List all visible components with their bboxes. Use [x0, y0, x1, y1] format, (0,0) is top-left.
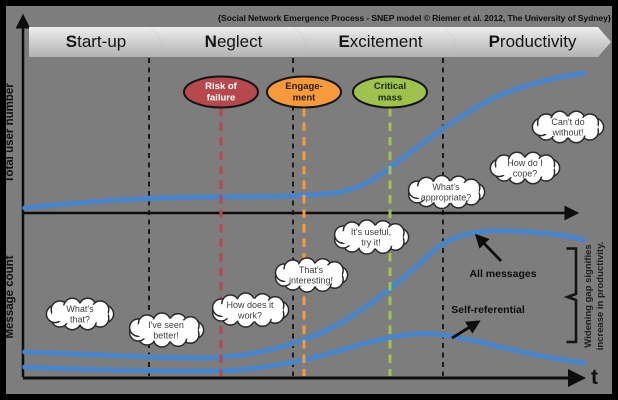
- cloud-body: [339, 225, 403, 249]
- curve-label-arrow: [474, 233, 503, 262]
- phase-label-initial: E: [338, 32, 350, 51]
- cloud-text-line: try it!: [361, 237, 381, 247]
- cloud-text-line: cope?: [513, 168, 538, 178]
- phase-label-initial: N: [204, 32, 217, 51]
- cloud-text-line: appropriate?: [421, 192, 472, 202]
- cloud-body: [217, 298, 283, 322]
- cloud-body: [413, 181, 479, 203]
- cloud-text-line: What's: [66, 304, 94, 314]
- gap-brace: [563, 247, 578, 344]
- cloud-text-line: I've seen: [148, 320, 184, 330]
- curve-label: Self-referential: [451, 304, 525, 316]
- milestone-label: Risk of: [205, 81, 238, 92]
- milestone-label: mass: [378, 93, 402, 104]
- milestone-oval: [183, 75, 259, 109]
- phase-label-rest: roductivity: [499, 32, 577, 51]
- curve-label-arrow: [451, 320, 481, 340]
- milestone-label: failure: [207, 93, 236, 104]
- milestone-label: Critical: [374, 81, 406, 92]
- cloud-text-line: work?: [237, 310, 262, 320]
- cloud-text-line: How does it: [226, 300, 274, 310]
- milestone-label: Engage-: [285, 81, 322, 92]
- bottom-y-axis-label: Message count: [4, 255, 16, 339]
- cloud-text-line: What's: [432, 182, 460, 192]
- milestone-label: ment: [293, 93, 317, 104]
- milestone-oval: [266, 75, 342, 109]
- cloud-text-line: better!: [153, 330, 179, 340]
- cloud-text-line: that?: [70, 314, 90, 324]
- milestone-oval: [352, 75, 428, 109]
- cloud-body: [538, 116, 598, 138]
- phase-label-rest: eglect: [216, 32, 263, 51]
- cloud-text-line: How do I: [507, 158, 543, 168]
- t-axis-label: t: [591, 366, 598, 389]
- cloud-body: [134, 318, 198, 342]
- cloud-text-line: That's: [299, 265, 324, 275]
- top-y-axis-label: Total user number: [4, 83, 16, 183]
- cloud-body: [496, 157, 554, 179]
- curve-total-user-number: [22, 70, 587, 211]
- phase-label-rest: tart-up: [77, 32, 127, 51]
- curve-self-referential: [22, 330, 587, 374]
- phase-label-initial: S: [65, 32, 78, 51]
- phase-label-initial: P: [488, 32, 500, 51]
- thought-cloud: It's useful,try it!: [333, 219, 410, 255]
- phase-label-rest: xcitement: [349, 32, 423, 51]
- cloud-body: [280, 263, 342, 287]
- curve-all-messages: [22, 228, 587, 361]
- cloud-text-line: It's useful,: [351, 227, 391, 237]
- cloud-body: [52, 303, 108, 325]
- gap-annotation-line: increase in productivity.: [595, 242, 606, 351]
- cloud-text-line: interesting!: [289, 275, 333, 285]
- curve-label: All messages: [469, 268, 536, 280]
- cloud-text-line: Can't do: [551, 117, 584, 127]
- gap-annotation-line: Widening gap signifies: [583, 244, 594, 347]
- diagram-title: {Social Network Emergence Process - SNEP…: [217, 13, 611, 23]
- cloud-text-line: without!: [551, 127, 583, 137]
